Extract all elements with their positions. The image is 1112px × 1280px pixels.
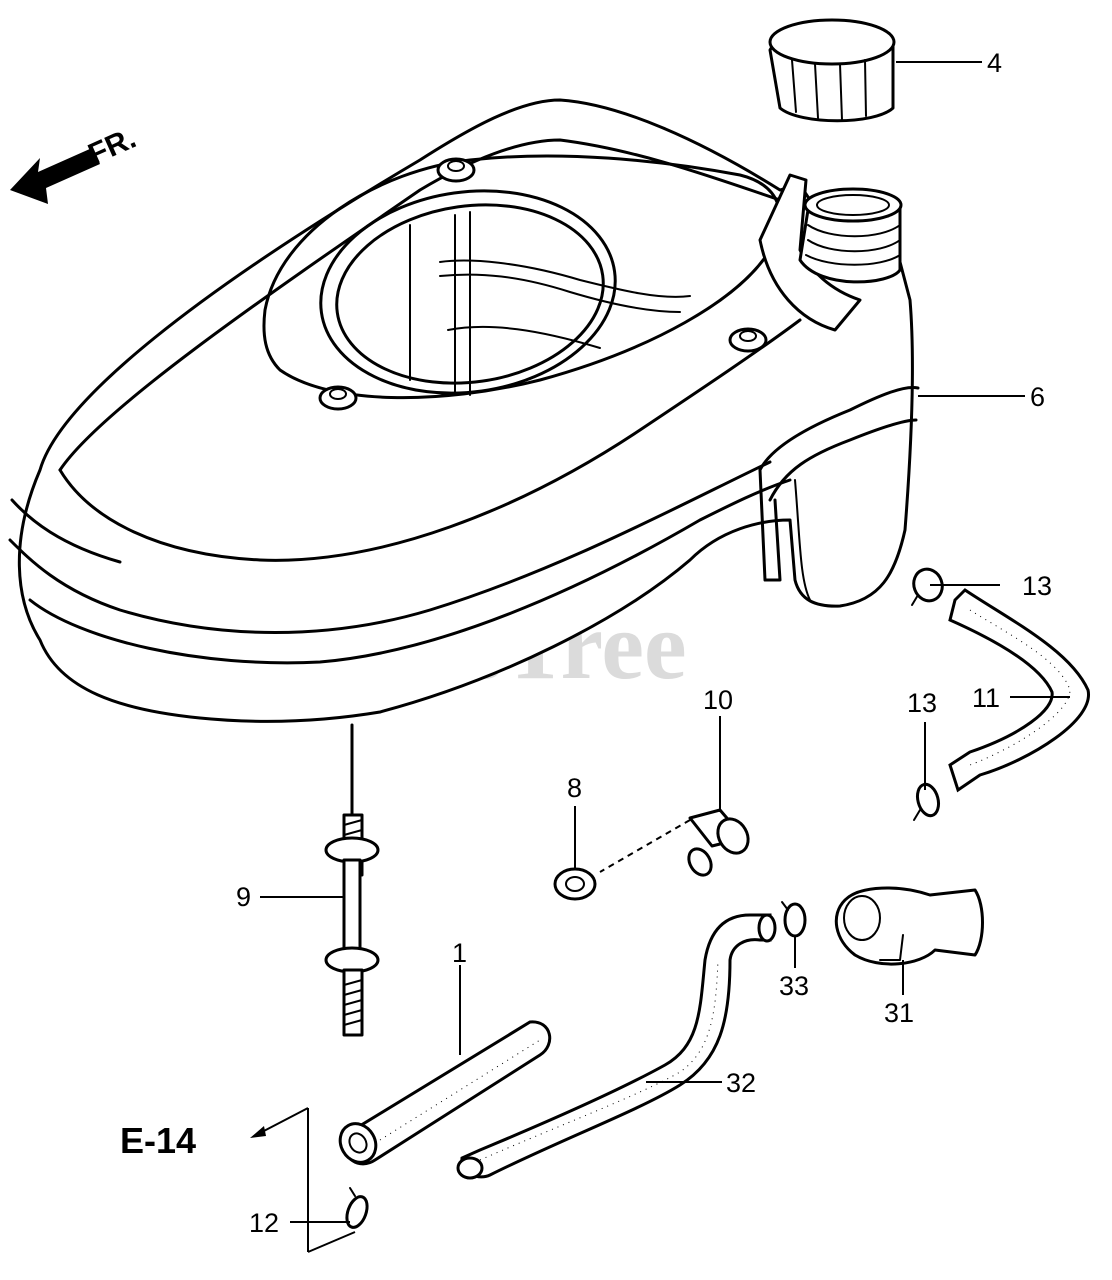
callout-13-lower: 13 bbox=[907, 688, 937, 718]
callout-9: 9 bbox=[236, 882, 251, 912]
fuel-hose bbox=[948, 588, 1090, 793]
fan-cover-fuel-tank bbox=[8, 98, 920, 723]
front-direction-arrow-icon bbox=[10, 148, 100, 204]
callout-31: 31 bbox=[884, 998, 914, 1028]
washer bbox=[553, 867, 597, 901]
callout-11: 11 bbox=[972, 683, 1000, 713]
callout-12: 12 bbox=[249, 1208, 279, 1238]
reference-label: E-14 bbox=[120, 1120, 196, 1161]
hose-clip-upper bbox=[911, 567, 944, 606]
breather-tube bbox=[338, 1020, 552, 1166]
callout-1: 1 bbox=[452, 938, 467, 968]
callout-10: 10 bbox=[703, 685, 733, 715]
fuel-tube bbox=[456, 913, 777, 1180]
hose-clip-lower bbox=[913, 782, 941, 821]
drain-bolt bbox=[599, 808, 750, 877]
callout-33: 33 bbox=[779, 971, 809, 1001]
callout-8: 8 bbox=[567, 773, 582, 803]
callout-6: 6 bbox=[1030, 382, 1045, 412]
fuel-valve bbox=[834, 886, 984, 966]
callout-4: 4 bbox=[987, 48, 1002, 78]
breather-clip bbox=[345, 1187, 369, 1229]
callout-32: 32 bbox=[726, 1068, 756, 1098]
stud-bolt bbox=[324, 723, 380, 1037]
callout-13-upper: 13 bbox=[1022, 571, 1052, 601]
hose-clip bbox=[781, 901, 807, 938]
fuel-cap bbox=[768, 18, 896, 123]
reference-arrow-icon bbox=[250, 1126, 266, 1138]
